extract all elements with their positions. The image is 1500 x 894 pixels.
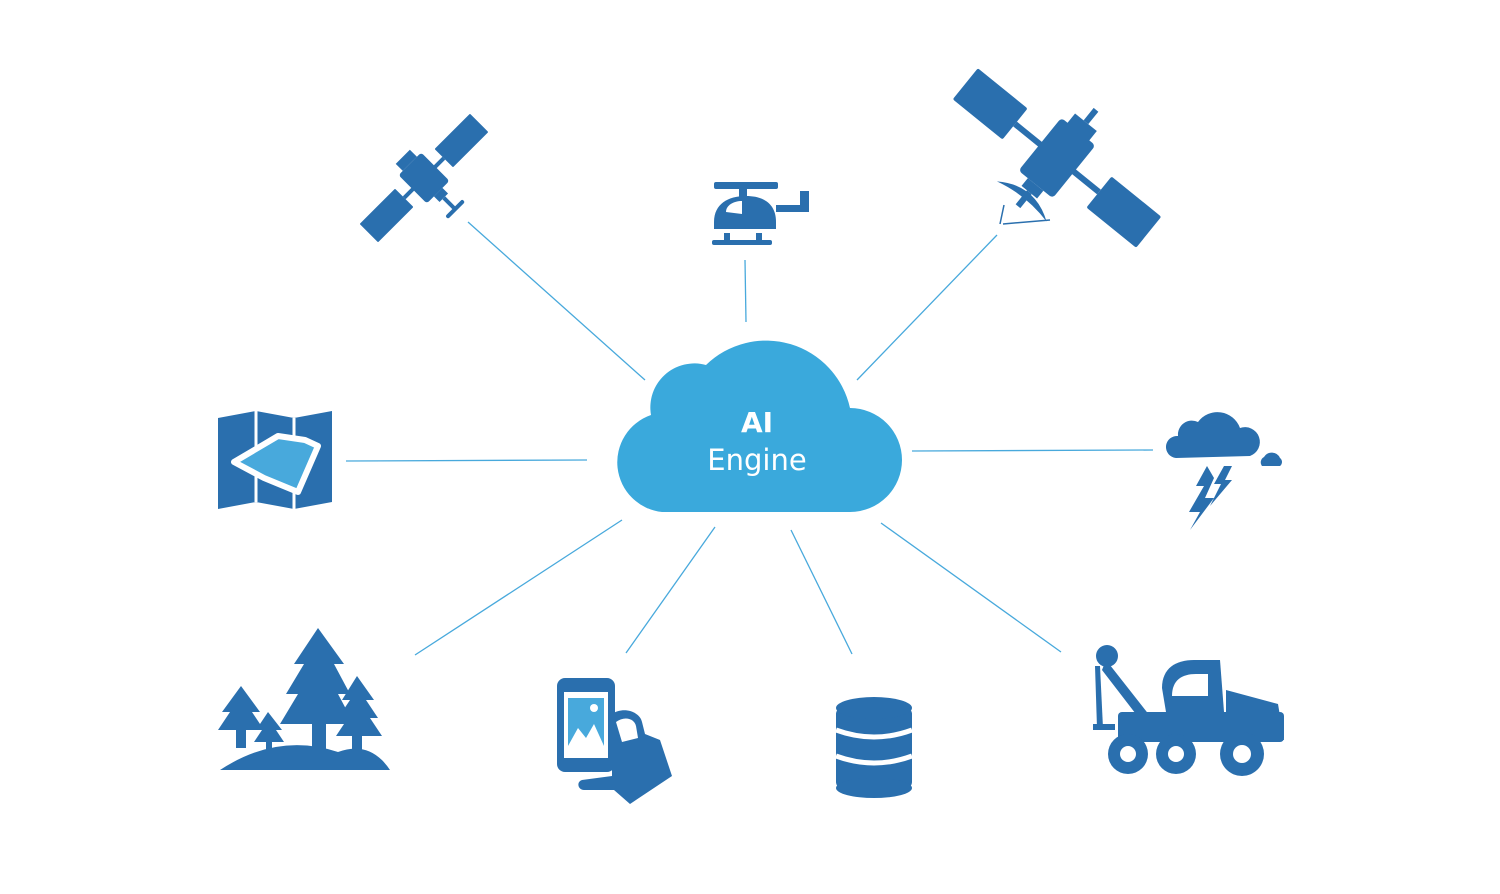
forest-icon	[218, 628, 390, 770]
hub-subtitle: Engine	[707, 443, 806, 477]
connector-helicopter	[744, 259, 747, 323]
satellite-large-icon	[953, 69, 1161, 247]
ai-engine-hub: AI Engine	[617, 340, 902, 512]
connectors	[345, 221, 1154, 656]
mobile-photo-icon	[557, 678, 672, 804]
connector-map	[345, 459, 588, 462]
satellite-dish-lines	[999, 204, 1051, 225]
connector-database	[790, 529, 853, 655]
weather-storm-icon	[1165, 412, 1282, 530]
database-icon	[835, 697, 913, 798]
helicopter-icon	[712, 182, 809, 245]
connector-weather	[911, 449, 1154, 452]
map-icon	[218, 411, 332, 509]
connector-machine	[880, 522, 1062, 653]
connector-mobile	[625, 526, 716, 654]
connector-satellite-small	[467, 221, 646, 381]
connector-satellite-large	[856, 234, 998, 381]
satellite-small-icon	[360, 114, 488, 242]
connector-forest	[414, 519, 623, 656]
cloud-shape	[617, 340, 902, 512]
forestry-machine-icon	[1093, 645, 1284, 776]
hub-title: AI	[741, 406, 773, 439]
